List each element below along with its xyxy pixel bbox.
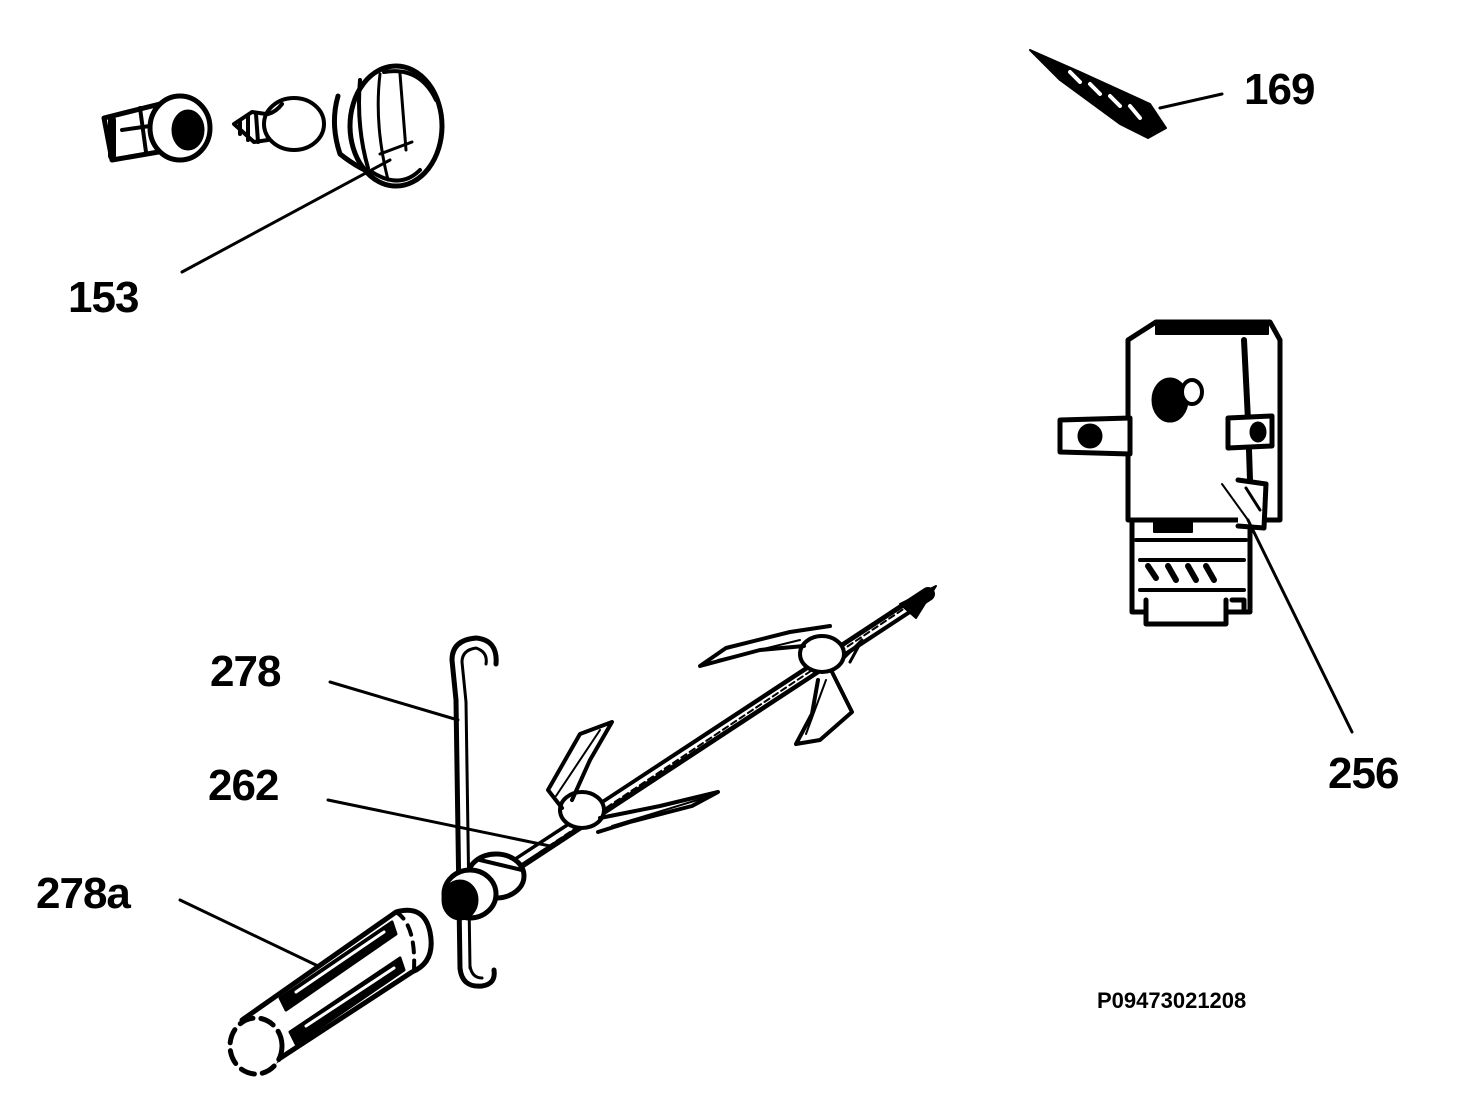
part-label-262: 262 — [208, 761, 279, 810]
part-label-153: 153 — [68, 273, 139, 322]
spit-fork-far — [698, 624, 864, 746]
spit-handle-part-278a — [178, 898, 434, 1077]
lamp-cover — [332, 63, 445, 189]
clip-part-169 — [1029, 49, 1224, 139]
drawing-code: P09473021208 — [1097, 988, 1247, 1013]
leader-line-169 — [1158, 92, 1224, 110]
spit-fork-near — [546, 720, 720, 834]
leader-line-278a — [178, 898, 320, 968]
leader-line-262 — [326, 798, 552, 848]
part-label-256: 256 — [1328, 749, 1399, 798]
lamp-bulb — [232, 96, 326, 152]
lamp-assembly-part-153 — [101, 63, 445, 274]
leader-line-153 — [180, 158, 392, 274]
leader-line-278 — [328, 680, 460, 722]
part-label-278: 278 — [210, 647, 281, 696]
part-label-169: 169 — [1244, 65, 1315, 114]
spit-bushing — [441, 851, 527, 921]
part-label-278a: 278a — [36, 869, 131, 918]
thermostat-part-256 — [1057, 319, 1354, 734]
wire-bracket-part-278 — [328, 635, 499, 989]
spit-part-262 — [326, 585, 937, 921]
lamp-holder — [101, 93, 213, 163]
leader-line-256 — [1246, 518, 1354, 734]
